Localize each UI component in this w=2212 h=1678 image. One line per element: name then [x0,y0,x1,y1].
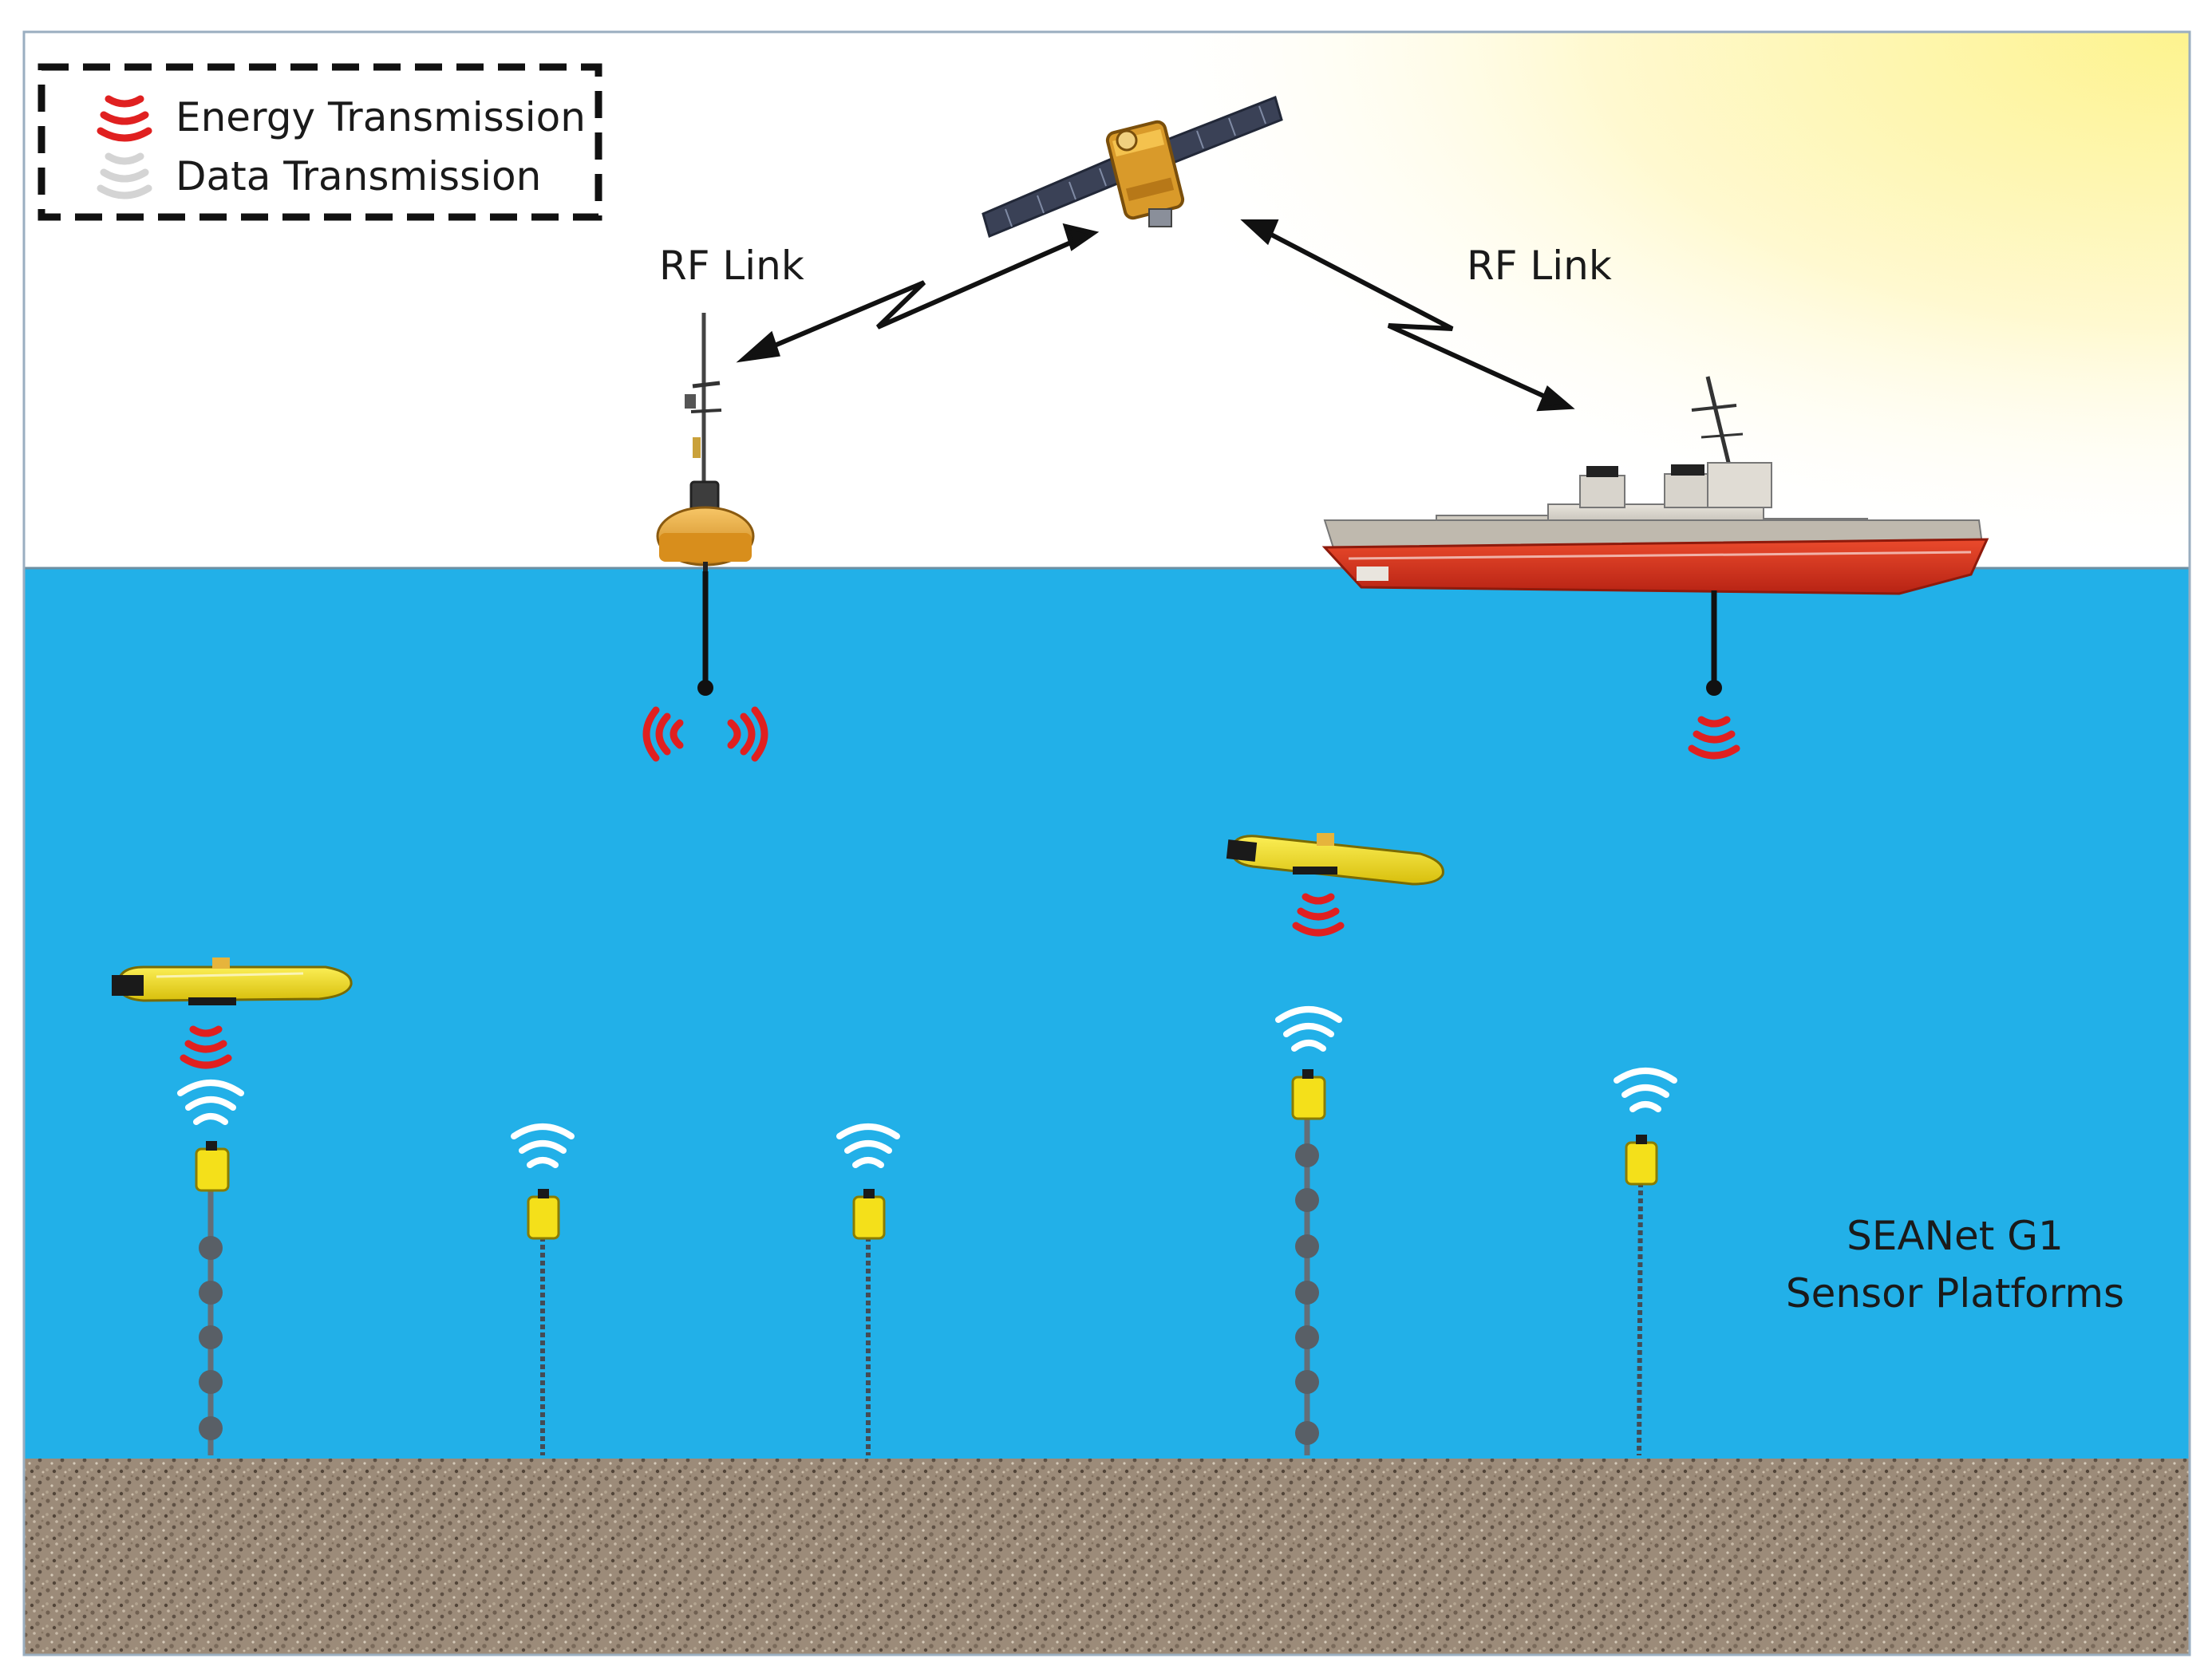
legend-box [38,63,602,221]
sun-glow [1101,32,2190,570]
sensor-node-icon [511,1123,575,1455]
ship-energy-wave-icon [1688,716,1740,760]
sensor-node-icon [1614,1068,1677,1456]
auv-left-energy-wave-icon [180,1025,232,1069]
underwater-vehicle-icon [112,957,353,1005]
sensor-caption-line2: Sensor Platforms [1786,1270,2124,1317]
legend: Energy Transmission Data Transmission [38,63,602,221]
rf-link-right [1240,219,1575,412]
rf-link-left [736,223,1100,363]
buoy-icon [656,313,755,571]
data-wave-icon [97,152,152,199]
rf-link-left-label: RF Link [659,243,804,289]
ship-transducer [1706,680,1722,696]
buoy-energy-wave-icon [642,706,768,762]
satellite-icon [982,96,1283,239]
rf-link-right-label: RF Link [1467,243,1612,289]
legend-energy-label: Energy Transmission [176,94,586,140]
buoy-transducer [697,680,713,696]
underwater-vehicle-icon [1226,833,1444,886]
ocean [24,568,2190,1460]
sensor-node-icon [836,1123,900,1455]
seabed [24,1459,2190,1655]
ship-icon [1321,376,1989,595]
diagram-frame [22,30,2191,1656]
sensor-caption-line1: SEANet G1 [1847,1213,2064,1259]
sensor-node-icon [177,1080,244,1455]
auv-right-energy-wave-icon [1292,893,1345,937]
legend-data-label: Data Transmission [176,153,541,199]
sensor-node-icon [1275,1006,1342,1455]
energy-wave-icon [97,95,152,142]
